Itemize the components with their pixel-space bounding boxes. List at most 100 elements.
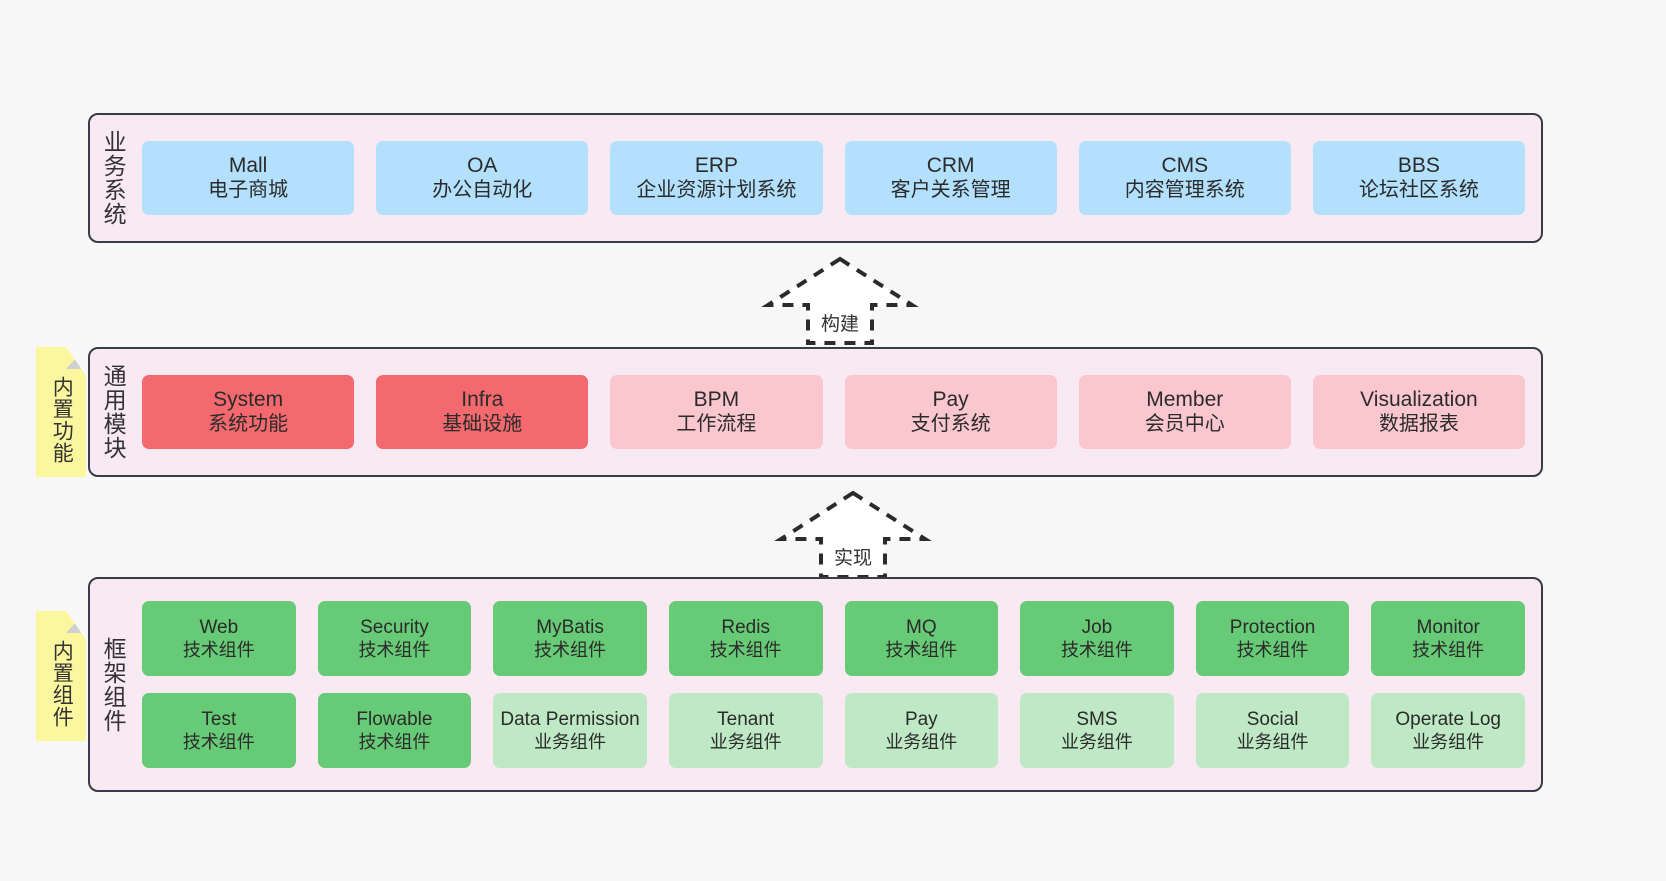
node-data-permission-desc: 业务组件 [534,731,607,752]
build-arrow-shape [761,256,919,345]
node-infra-desc: 基础设施 [442,413,523,436]
node-operate-log[interactable]: Operate Log 业务组件 [1371,693,1525,768]
node-bpm-desc: 工作流程 [676,413,757,436]
node-crm-desc: 客户关系管理 [890,179,1011,202]
node-infra-name: Infra [461,387,504,411]
sticky-note-builtin-features-text: 内置功能 [50,376,74,464]
node-monitor[interactable]: Monitor 技术组件 [1371,601,1525,676]
node-security-desc: 技术组件 [358,639,431,660]
node-oa-name: OA [467,153,498,177]
node-system-desc: 系统功能 [208,413,289,436]
framework-tech-row: Web 技术组件 Security 技术组件 MyBatis 技术组件 Redi… [142,601,1525,676]
node-cms-name: CMS [1161,153,1209,177]
implement-arrow-shape [774,490,932,579]
node-pay-component-desc: 业务组件 [885,731,958,752]
node-redis-name: Redis [721,616,770,638]
node-mybatis-name: MyBatis [536,616,604,638]
node-bbs[interactable]: BBS 论坛社区系统 [1312,141,1526,215]
node-cms[interactable]: CMS 内容管理系统 [1078,141,1291,215]
node-redis-desc: 技术组件 [709,639,782,660]
node-job[interactable]: Job 技术组件 [1020,601,1174,676]
node-bbs-name: BBS [1397,153,1440,177]
node-visualization-desc: 数据报表 [1378,413,1459,436]
node-mall-name: Mall [228,153,268,177]
connector-implement-arrow: 实现 [773,487,933,582]
node-data-permission-name: Data Permission [500,708,640,730]
node-test[interactable]: Test 技术组件 [142,693,296,768]
node-erp-desc: 企业资源计划系统 [636,179,797,202]
node-mybatis-desc: 技术组件 [534,639,607,660]
node-social-name: Social [1246,708,1299,730]
node-social[interactable]: Social 业务组件 [1195,693,1350,768]
node-web[interactable]: Web 技术组件 [142,601,296,676]
node-member-name: Member [1146,387,1224,411]
node-cms-desc: 内容管理系统 [1124,179,1245,202]
layer-business-label: 业务系统 [100,130,127,226]
node-infra[interactable]: Infra 基础设施 [376,375,589,449]
node-mq-desc: 技术组件 [885,639,958,660]
node-security[interactable]: Security 技术组件 [317,601,472,676]
node-oa-desc: 办公自动化 [432,179,533,202]
node-mybatis[interactable]: MyBatis 技术组件 [493,601,647,676]
node-sms-desc: 业务组件 [1060,731,1133,752]
node-mall-desc: 电子商城 [208,179,289,202]
node-tenant[interactable]: Tenant 业务组件 [668,693,823,768]
node-test-desc: 技术组件 [182,731,255,752]
node-erp[interactable]: ERP 企业资源计划系统 [610,141,823,215]
node-security-name: Security [360,616,429,638]
node-oa[interactable]: OA 办公自动化 [376,141,589,215]
sticky-fold-corner-icon [66,611,86,633]
node-mq[interactable]: MQ 技术组件 [844,601,999,676]
layer-modules-body: System 系统功能 Infra 基础设施 BPM 工作流程 Pay 支付系统… [136,349,1541,475]
node-system-name: System [213,387,284,411]
node-job-name: Job [1081,616,1113,638]
node-pay-component[interactable]: Pay 业务组件 [844,693,999,768]
node-tenant-name: Tenant [717,708,775,730]
node-mall[interactable]: Mall 电子商城 [142,141,355,215]
connector-build-label: 构建 [820,314,859,335]
layer-business-body: Mall 电子商城 OA 办公自动化 ERP 企业资源计划系统 CRM 客户关系… [136,115,1541,241]
node-pay-module-name: Pay [932,387,969,411]
node-test-name: Test [201,708,237,730]
node-redis[interactable]: Redis 技术组件 [668,601,823,676]
node-crm-name: CRM [926,153,975,177]
sticky-note-builtin-components: 内置组件 [36,611,86,741]
node-pay-module[interactable]: Pay 支付系统 [844,375,1057,449]
node-bpm-name: BPM [693,387,740,411]
node-protection[interactable]: Protection 技术组件 [1195,601,1350,676]
node-system[interactable]: System 系统功能 [142,375,355,449]
business-node-row: Mall 电子商城 OA 办公自动化 ERP 企业资源计划系统 CRM 客户关系… [142,141,1526,215]
node-flowable-name: Flowable [356,708,433,730]
node-operate-log-desc: 业务组件 [1412,731,1485,752]
sticky-fold-corner-icon [66,347,86,369]
layer-modules-label: 通用模块 [100,364,127,460]
connector-implement-label: 实现 [833,548,872,569]
node-web-name: Web [199,616,239,638]
framework-business-row: Test 技术组件 Flowable 技术组件 Data Permission … [142,693,1525,768]
node-monitor-desc: 技术组件 [1412,639,1485,660]
layer-business-systems: 业务系统 Mall 电子商城 OA 办公自动化 ERP 企业资源计划系统 CRM… [88,113,1543,243]
node-operate-log-name: Operate Log [1395,708,1501,730]
node-mq-name: MQ [906,616,937,638]
connector-build-arrow: 构建 [760,253,920,348]
sticky-note-builtin-components-text: 内置组件 [50,640,74,728]
node-crm[interactable]: CRM 客户关系管理 [844,141,1057,215]
node-tenant-desc: 业务组件 [709,731,782,752]
node-sms-name: SMS [1076,708,1118,730]
node-pay-module-desc: 支付系统 [910,413,991,436]
node-data-permission[interactable]: Data Permission 业务组件 [493,693,647,768]
node-member[interactable]: Member 会员中心 [1078,375,1291,449]
sticky-note-builtin-features: 内置功能 [36,347,86,477]
node-pay-component-name: Pay [904,708,938,730]
node-member-desc: 会员中心 [1144,413,1225,436]
node-sms[interactable]: SMS 业务组件 [1020,693,1174,768]
node-job-desc: 技术组件 [1060,639,1133,660]
node-bbs-desc: 论坛社区系统 [1358,179,1479,202]
node-bpm[interactable]: BPM 工作流程 [610,375,823,449]
node-monitor-name: Monitor [1416,616,1480,638]
node-flowable[interactable]: Flowable 技术组件 [317,693,472,768]
node-protection-desc: 技术组件 [1236,639,1309,660]
node-web-desc: 技术组件 [182,639,255,660]
modules-node-row: System 系统功能 Infra 基础设施 BPM 工作流程 Pay 支付系统… [142,375,1526,449]
node-visualization[interactable]: Visualization 数据报表 [1312,375,1526,449]
